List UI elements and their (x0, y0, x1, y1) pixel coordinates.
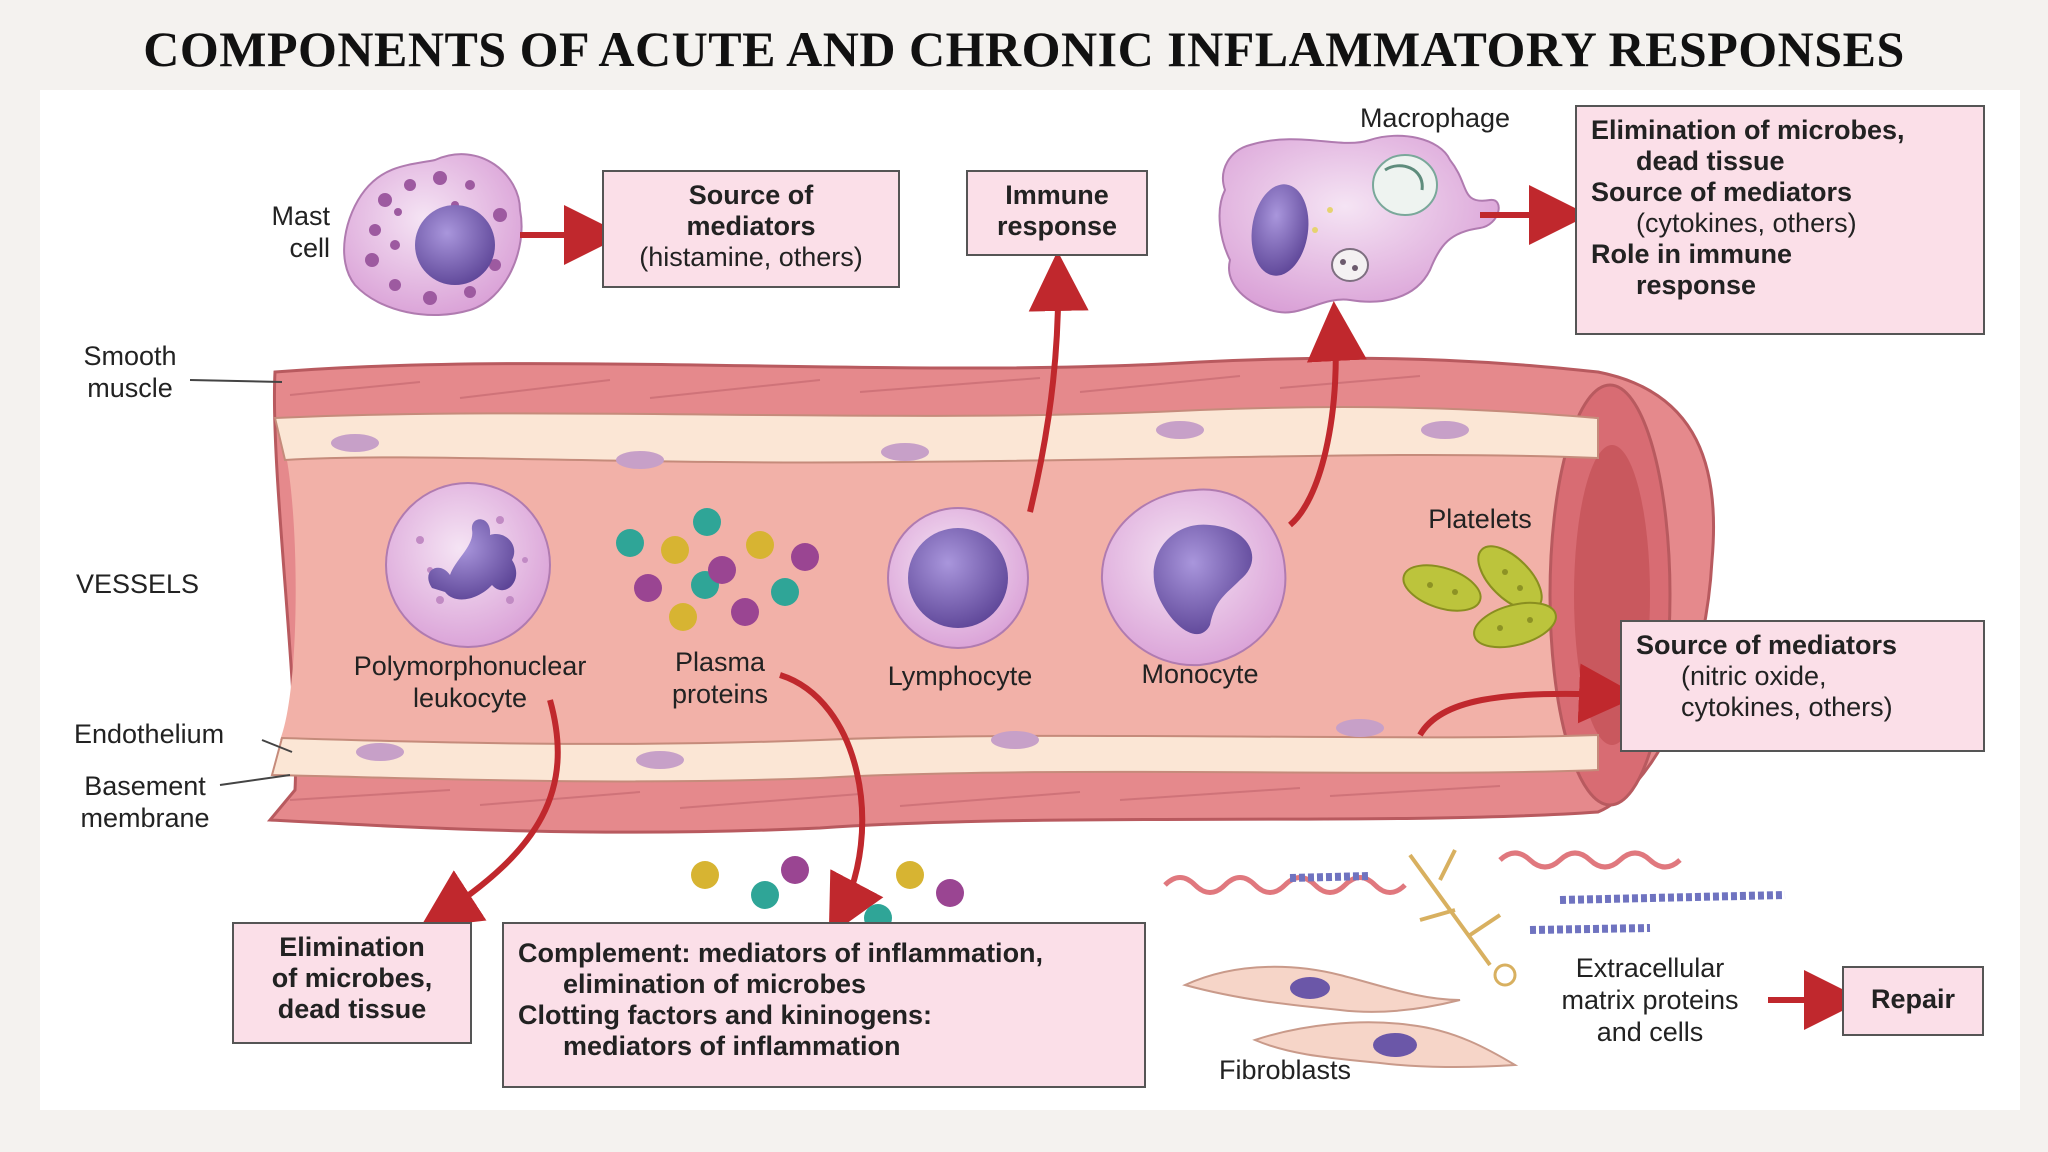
macrophage-roles-line2: dead tissue (1636, 146, 1785, 176)
lymphocyte-icon (887, 507, 1029, 649)
plasma-proteins-label-line1: Plasma (674, 647, 766, 677)
fibroblasts-icon (1182, 965, 1519, 1069)
ecm-fibers-icon (1163, 849, 1786, 987)
released-plasma-proteins-icon (691, 856, 964, 932)
pmn-leukocyte-icon (385, 482, 551, 648)
macrophage-roles-line4: (cytokines, others) (1636, 208, 1857, 238)
arrow-monocyte-to-macrophage (1287, 301, 1367, 528)
complement-line2: elimination of microbes (563, 969, 867, 999)
smooth-muscle-label-line2: muscle (87, 373, 173, 403)
macrophage-roles-box: Elimination of microbes, dead tissue Sou… (1575, 105, 1985, 335)
mast-mediators-line2: mediators (686, 211, 816, 241)
basement-membrane-label-line2: membrane (80, 803, 210, 833)
fibroblasts-label: Fibroblasts (1218, 1055, 1352, 1085)
platelets-icon (1402, 545, 1557, 649)
repair-box: Repair (1842, 966, 1984, 1036)
macrophage-roles-line5: Role in immune (1591, 239, 1793, 269)
macrophage-label: Macrophage (1359, 103, 1511, 133)
ecm-label-line1: Extracellular (1575, 953, 1725, 983)
arrow-lymphocyte-to-immune (1027, 251, 1089, 513)
complement-line3: Clotting factors and kininogens: (518, 1000, 933, 1030)
ecm-label: Extracellular matrix proteins and cells (1530, 952, 1770, 1048)
vessels-label: VESSELS (76, 569, 200, 599)
complement-line4: mediators of inflammation (563, 1031, 901, 1061)
macrophage-icon (1218, 134, 1500, 314)
endothelium-mediators-line1: Source of mediators (1636, 630, 1898, 660)
upper-endothelium (273, 406, 1599, 464)
lymphocyte-label: Lymphocyte (887, 661, 1033, 691)
macrophage-roles-line3: Source of mediators (1591, 177, 1853, 207)
repair-label: Repair (1870, 984, 1956, 1014)
mast-cell-icon (343, 153, 523, 316)
complement-line1: Complement: mediators of inflammation, (518, 938, 1044, 968)
arrow-plasma-to-complement (779, 672, 884, 937)
macrophage-roles-line1: Elimination of microbes, (1591, 115, 1905, 145)
arrow-pmn-to-elimination (419, 699, 561, 929)
mast-mediators-line3: (histamine, others) (639, 242, 863, 272)
pmn-label: Polymorphonuclear leukocyte (330, 650, 610, 714)
pmn-label-line2: leukocyte (412, 683, 528, 713)
mast-cell-label: Mast cell (240, 200, 330, 264)
blood-vessel (266, 356, 1716, 834)
monocyte-icon (1100, 488, 1287, 667)
endothelium-mediators-line2: (nitric oxide, (1681, 661, 1827, 691)
immune-response-line1: Immune (1005, 180, 1109, 210)
pmn-elimination-line3: dead tissue (277, 994, 427, 1024)
plasma-proteins-label: Plasma proteins (640, 646, 800, 710)
lower-endothelium (270, 733, 1599, 783)
basement-membrane-label: Basement membrane (60, 770, 230, 834)
ecm-label-line2: matrix proteins (1561, 985, 1739, 1015)
pmn-elimination-line2: of microbes, (271, 963, 433, 993)
pmn-label-line1: Polymorphonuclear (353, 651, 587, 681)
endothelial-nuclei (331, 421, 1469, 769)
mast-cell-label-line1: Mast (271, 201, 330, 231)
endothelium-mediators-box: Source of mediators (nitric oxide, cytok… (1620, 620, 1985, 752)
immune-response-line2: response (996, 211, 1118, 241)
endothelium-mediators-line3: cytokines, others) (1681, 692, 1893, 722)
page-title: COMPONENTS OF ACUTE AND CHRONIC INFLAMMA… (143, 21, 1905, 77)
platelets-label: Platelets (1428, 504, 1532, 534)
smooth-muscle-label-line1: Smooth (83, 341, 177, 371)
smooth-muscle-label: Smooth muscle (60, 340, 200, 404)
arrows (419, 185, 1864, 1030)
macrophage-roles-line6: response (1636, 270, 1757, 300)
plasma-proteins-icon (616, 508, 819, 631)
monocyte-label: Monocyte (1141, 659, 1259, 689)
mast-cell-label-line2: cell (289, 233, 330, 263)
pmn-elimination-line1: Elimination (279, 932, 425, 962)
plasma-proteins-label-line2: proteins (671, 679, 769, 709)
pmn-elimination-box: Elimination of microbes, dead tissue (232, 922, 472, 1044)
immune-response-box: Immune response (966, 170, 1148, 256)
mast-mediators-box: Source of mediators (histamine, others) (602, 170, 900, 288)
leader-lines (189, 379, 293, 786)
mast-mediators-line1: Source of (688, 180, 814, 210)
endothelium-label: Endothelium (74, 719, 225, 749)
basement-membrane-label-line1: Basement (84, 771, 206, 801)
muscle-stripes (289, 375, 1501, 809)
arrow-endothelium-to-mediators (1417, 663, 1639, 737)
complement-box: Complement: mediators of inflammation, e… (502, 922, 1146, 1088)
ecm-label-line3: and cells (1596, 1017, 1704, 1047)
